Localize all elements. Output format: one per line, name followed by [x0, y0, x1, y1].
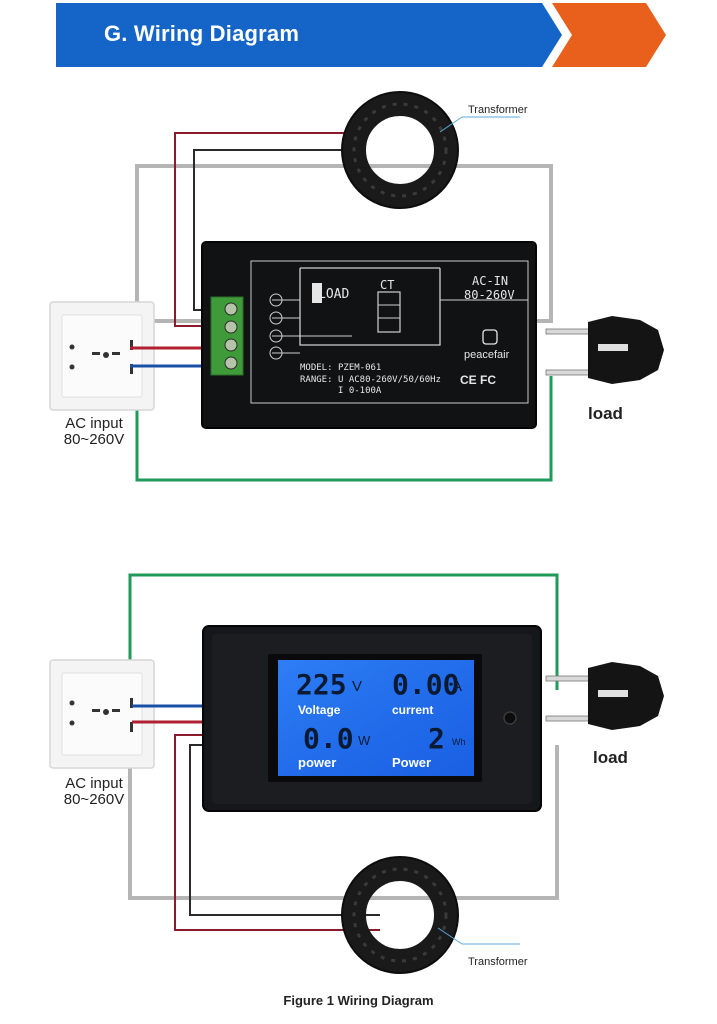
panel-model-label: MODEL: — [300, 363, 333, 373]
bottom-load-plug — [545, 662, 664, 730]
top-wall-socket — [49, 301, 155, 411]
panel-acin-range: 80-260V — [464, 288, 515, 302]
lcd-power-value: 0.0 — [303, 722, 354, 755]
figure-caption: Figure 1 Wiring Diagram — [283, 993, 434, 1008]
panel-ct-text: CT — [380, 278, 394, 292]
panel-load-text: LOAD — [318, 287, 349, 302]
top-meter-panel: LOAD CT AC-IN 80-260V peacefair CE FC MO… — [201, 241, 537, 429]
bottom-load-label: load — [593, 748, 628, 767]
lcd-power-label: power — [298, 755, 336, 770]
lcd-energy-unit: Wh — [452, 737, 466, 747]
bottom-gray-wire — [128, 690, 559, 900]
lcd-power-unit: W — [358, 733, 371, 748]
panel-range-label: RANGE: — [300, 375, 333, 385]
bottom-green-wire — [128, 573, 559, 690]
top-ac-input-title: AC input — [65, 415, 123, 432]
bottom-ac-input-label: AC input 80~260V — [58, 776, 130, 808]
panel-cert: CE FC — [460, 373, 496, 387]
panel-range-u: U AC80-260V/50/60Hz — [338, 375, 441, 385]
bottom-red-wire — [174, 734, 380, 931]
header-banner-shape — [56, 3, 666, 67]
panel-acin-text: AC-IN — [472, 274, 508, 288]
top-load-plug — [545, 316, 664, 384]
lcd-voltage-unit: V — [352, 678, 362, 695]
lcd-current-value: 0.00 — [392, 668, 459, 701]
lcd-voltage-label: Voltage — [298, 703, 341, 717]
top-transformer-label: Transformer — [468, 104, 528, 116]
meter-button[interactable] — [503, 711, 517, 725]
lcd-current-label: current — [392, 703, 433, 717]
bottom-black-wire — [189, 744, 380, 916]
top-diagram: LOAD CT AC-IN 80-260V peacefair CE FC MO… — [49, 91, 664, 482]
top-ac-input-range: 80~260V — [63, 431, 125, 448]
top-transformer — [341, 91, 459, 209]
bottom-transformer-label: Transformer — [468, 956, 528, 968]
bottom-ac-input-range: 80~260V — [63, 791, 125, 808]
lcd-energy-value: 2 — [428, 722, 445, 755]
bottom-ac-input-title: AC input — [65, 775, 123, 792]
top-ac-input-label: AC input 80~260V — [58, 416, 130, 448]
panel-brand: peacefair — [464, 349, 510, 361]
lcd-voltage-value: 225 — [296, 668, 347, 701]
lcd-current-unit: A — [452, 678, 462, 695]
bottom-meter-front — [202, 625, 542, 812]
bottom-wall-socket — [49, 659, 155, 769]
section-header: G. Wiring Diagram — [56, 3, 666, 67]
peacefair-logo-icon — [482, 329, 498, 345]
lcd-energy-label: Power — [392, 755, 431, 770]
panel-model-value: PZEM-061 — [338, 363, 381, 373]
top-red-wire — [174, 132, 360, 327]
panel-range-i: I 0-100A — [338, 386, 382, 396]
bottom-transformer — [341, 856, 459, 974]
top-green-wire — [135, 368, 553, 482]
bottom-diagram: 225 V Voltage 0.00 A current 0.0 W power… — [49, 573, 664, 974]
top-load-label: load — [588, 404, 623, 423]
header-title: G. Wiring Diagram — [104, 21, 300, 46]
terminal-block — [210, 296, 244, 376]
